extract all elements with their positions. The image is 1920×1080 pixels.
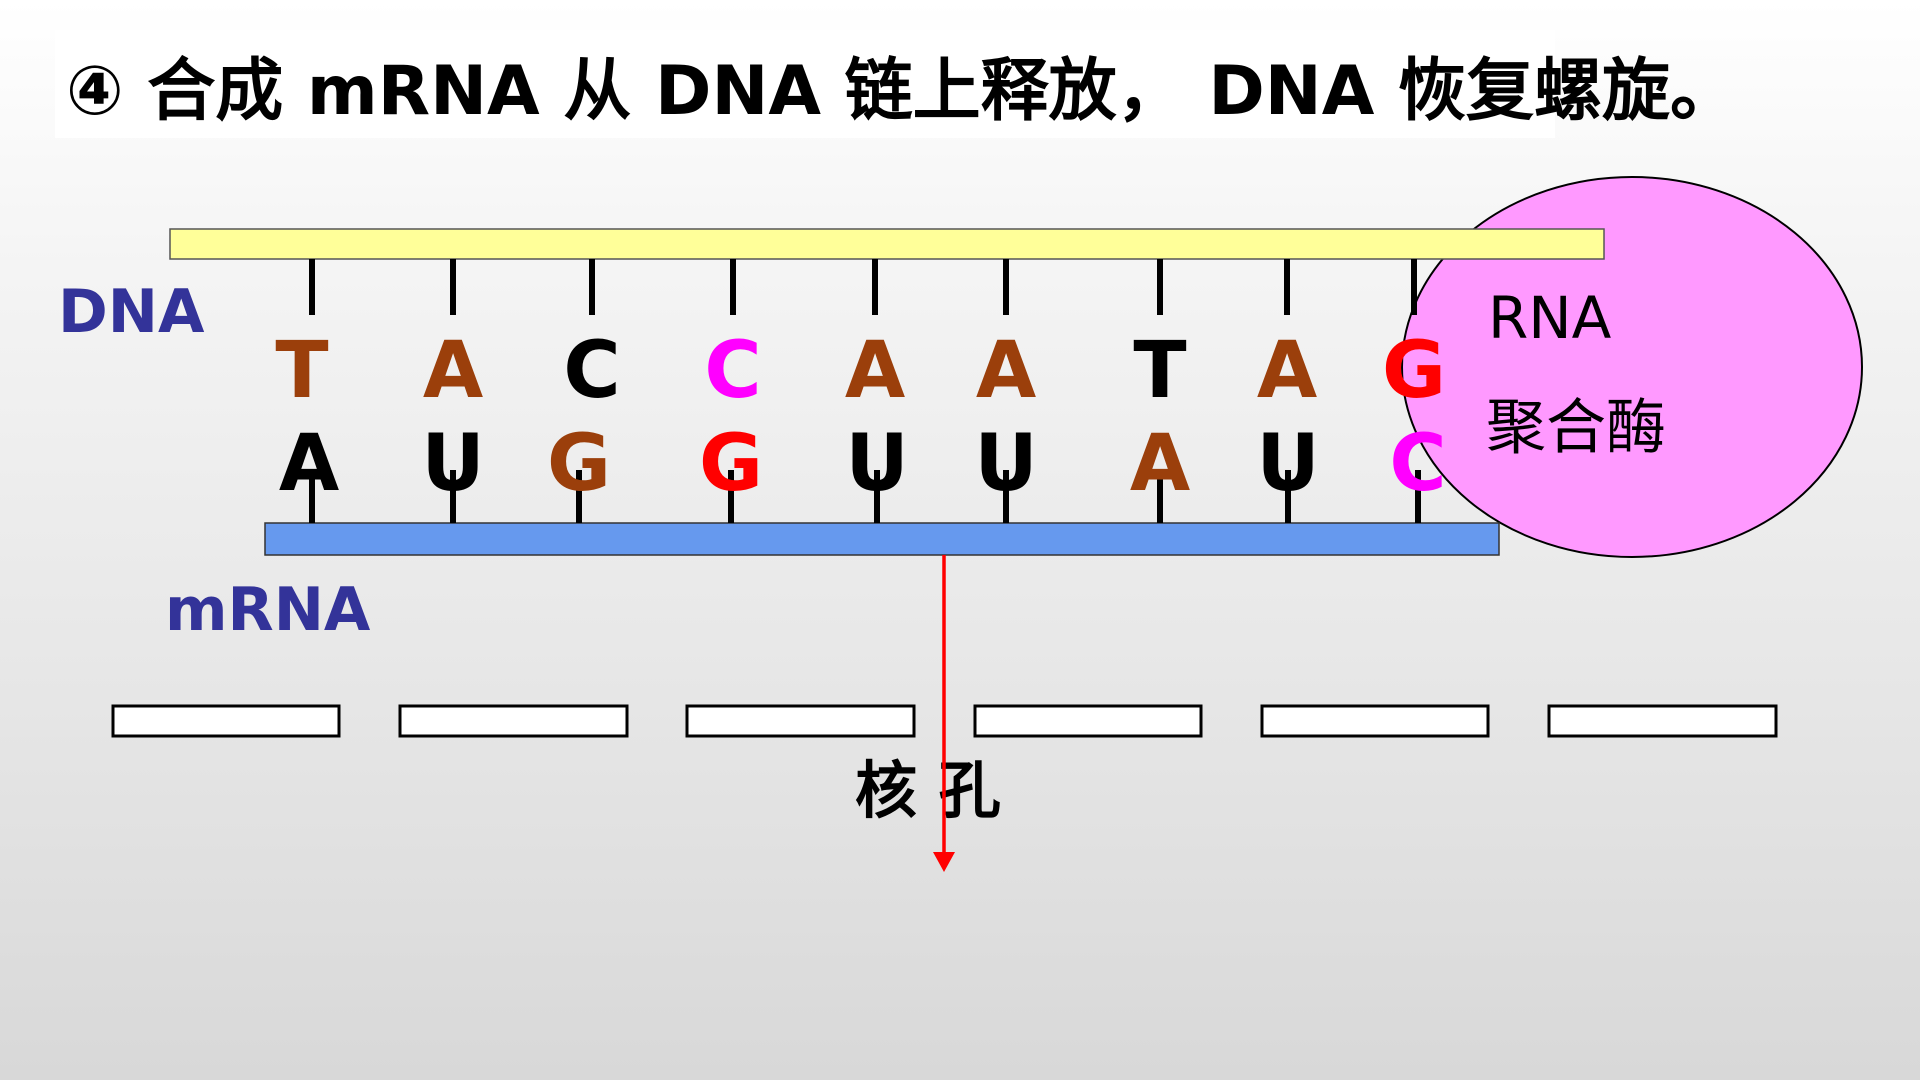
membrane-segment [1260,704,1490,738]
dna-base-0: T [275,326,328,416]
mrna-base-5: U [974,419,1037,509]
membrane-segment [685,704,916,738]
enzyme-label-rna: RNA [1488,284,1612,352]
membrane-segment [973,704,1203,738]
membrane-segment [1547,704,1778,738]
nuclear-pore-label: 核 孔 [855,754,1001,827]
dna-base-8: G [1382,326,1446,416]
export-arrow [933,555,955,872]
mrna-base-1: U [421,419,484,509]
dna-base-5: A [976,326,1036,416]
dna-base-4: A [845,326,905,416]
enzyme-label-polymerase: 聚合酶 [1486,393,1666,463]
mrna-base-2: G [547,419,611,509]
membrane-segment [111,704,341,738]
dna-base-6: T [1133,326,1186,416]
mrna-label: mRNA [165,575,371,645]
mrna-base-0: A [279,419,339,509]
mrna-base-stems [309,470,1421,523]
mrna-strand [264,522,1500,556]
mrna-base-3: G [699,419,763,509]
dna-base-7: A [1257,326,1317,416]
nuclear-membrane [111,704,1778,738]
dna-base-2: C [563,326,620,416]
dna-base-1: A [423,326,483,416]
dna-label: DNA [58,277,205,347]
mrna-base-4: U [845,419,908,509]
rna-polymerase-ellipse [1401,176,1863,558]
mrna-base-8: C [1389,419,1446,509]
dna-base-3: C [704,326,761,416]
mrna-base-7: U [1256,419,1319,509]
dna-base-stems [309,259,1417,315]
title-background [55,30,1555,138]
mrna-base-6: A [1130,419,1190,509]
dna-strand [169,228,1605,260]
membrane-segment [398,704,629,738]
slide-title: ④ 合成 mRNA 从 DNA 链上释放， DNA 恢复螺旋。 [66,52,1739,131]
